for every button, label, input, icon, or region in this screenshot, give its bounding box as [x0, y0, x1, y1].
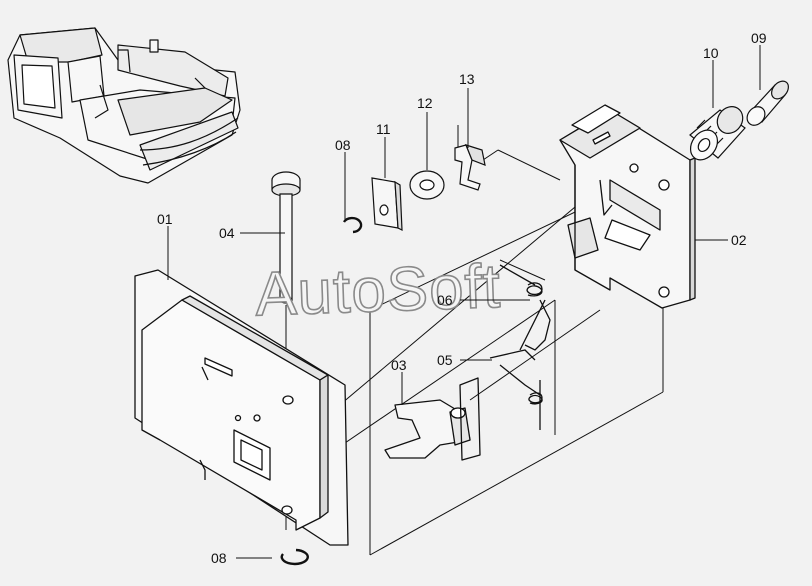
excavator-thumbnail	[7, 27, 241, 184]
label-01: 01	[157, 211, 173, 227]
part-labels: 01 02 03 04 05 06 08 08 09 10 11 12 13	[157, 30, 767, 566]
part-03-latch	[384, 377, 481, 461]
part-04-pin	[271, 171, 301, 304]
part-05-spring	[489, 349, 543, 430]
label-05: 05	[437, 352, 453, 368]
label-leaders	[167, 45, 761, 559]
label-04: 04	[219, 225, 235, 241]
part-06-torsion-spring	[499, 264, 551, 351]
part-12-round-washer	[409, 170, 445, 200]
part-08-upper-ring	[342, 216, 363, 234]
label-02: 02	[731, 232, 747, 248]
label-13: 13	[459, 71, 475, 87]
part-11-washer	[371, 177, 403, 231]
part-10-bushing	[689, 106, 746, 161]
watermark-text: AutoSoft	[254, 252, 502, 330]
label-12: 12	[417, 95, 433, 111]
part-02-bracket	[559, 104, 696, 309]
label-08-upper: 08	[335, 137, 351, 153]
label-10: 10	[703, 45, 719, 61]
part-13-clip	[454, 144, 486, 191]
part-09-bolt	[746, 80, 789, 126]
part-08-lower-ring	[280, 548, 309, 566]
label-11: 11	[376, 121, 391, 137]
label-06: 06	[437, 292, 453, 308]
part-01-plate	[134, 269, 349, 546]
label-03: 03	[391, 357, 407, 373]
label-08-lower: 08	[211, 550, 227, 566]
label-09: 09	[751, 30, 767, 46]
